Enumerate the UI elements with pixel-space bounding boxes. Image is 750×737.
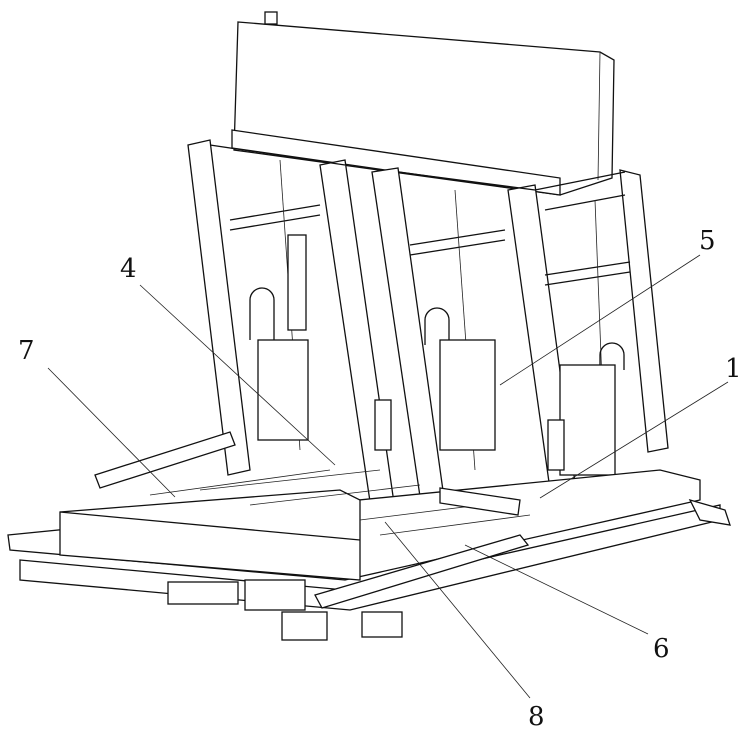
leader-4 — [139, 284, 336, 466]
label-7: 7 — [18, 336, 35, 366]
leader-8 — [384, 521, 531, 699]
top-housing — [231, 11, 615, 196]
leader-6 — [464, 544, 649, 635]
leader-5 — [499, 254, 701, 386]
conveyor-base — [7, 431, 731, 641]
label-4: 4 — [120, 254, 137, 284]
label-5: 5 — [699, 226, 716, 256]
leader-lines — [47, 254, 729, 699]
leader-1 — [539, 381, 729, 499]
leader-7 — [47, 367, 176, 498]
label-1: 1 — [725, 354, 742, 384]
clamp-assemblies — [249, 234, 625, 476]
label-8: 8 — [528, 702, 545, 732]
label-6: 6 — [653, 634, 670, 664]
